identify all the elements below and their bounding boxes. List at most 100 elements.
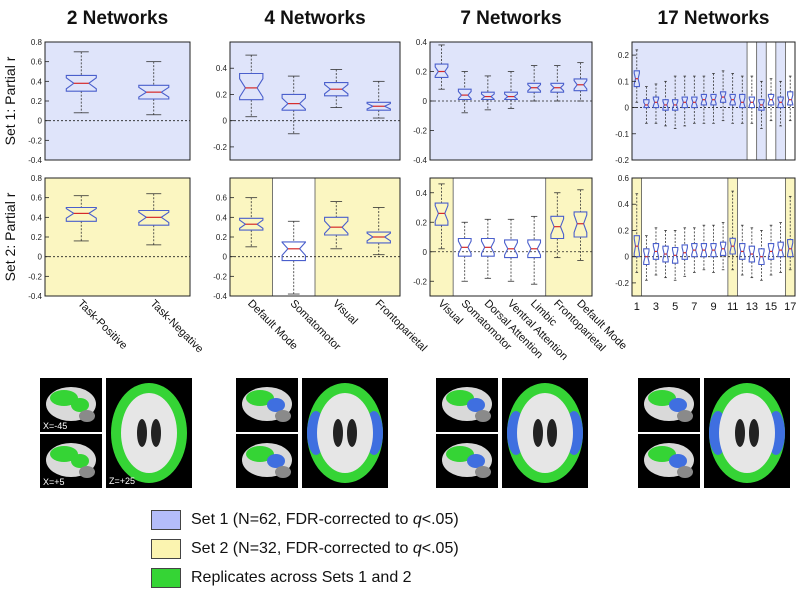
box-body bbox=[710, 243, 717, 258]
highlight-region bbox=[230, 178, 273, 296]
brain-ventricle bbox=[137, 419, 147, 447]
x-tick-label: Frontoparietal bbox=[373, 298, 429, 354]
brain-cerebellum bbox=[275, 466, 291, 478]
box-2 bbox=[457, 71, 472, 114]
box-body bbox=[787, 239, 794, 258]
box-body bbox=[573, 211, 588, 238]
box-body bbox=[662, 245, 669, 263]
brain-ventricle bbox=[151, 419, 161, 447]
x-tick-label: 7 bbox=[691, 301, 697, 313]
box-3 bbox=[324, 201, 349, 250]
box-body bbox=[138, 84, 170, 100]
highlight-region bbox=[315, 178, 400, 296]
box-9 bbox=[710, 224, 717, 273]
box-body bbox=[281, 93, 306, 111]
y-tick-label: -0.2 bbox=[213, 272, 227, 281]
y-tick-label: 0.2 bbox=[216, 90, 228, 99]
box-body bbox=[739, 93, 746, 109]
box-4 bbox=[504, 71, 518, 109]
box-body bbox=[787, 91, 794, 106]
brain-network-region bbox=[267, 454, 285, 468]
brain-cerebellum bbox=[677, 410, 693, 422]
box-body bbox=[643, 99, 650, 109]
box-body bbox=[504, 239, 518, 259]
box-2 bbox=[457, 221, 472, 282]
box-body bbox=[700, 93, 708, 106]
box-body bbox=[366, 231, 391, 244]
box-2 bbox=[281, 220, 306, 295]
box-17 bbox=[787, 75, 794, 122]
y-tick-label: -0.2 bbox=[213, 143, 227, 152]
brain-coord-label: Z=+25 bbox=[109, 476, 135, 486]
row-label-set2: Set 2: Partial r bbox=[2, 192, 18, 281]
box-body bbox=[652, 243, 660, 260]
y-tick-label: 0.4 bbox=[31, 213, 43, 222]
panel-frame bbox=[429, 177, 593, 297]
x-tick-label: 1 bbox=[634, 301, 640, 313]
y-tick-label: 0.4 bbox=[416, 189, 428, 198]
brain-cerebellum bbox=[79, 410, 95, 422]
box-body bbox=[729, 237, 736, 255]
y-tick-label: 0.6 bbox=[31, 194, 43, 203]
brain-network-region bbox=[246, 446, 274, 462]
y-tick-label: 0.2 bbox=[416, 68, 428, 77]
y-tick-label: 0 bbox=[38, 253, 43, 262]
box-body bbox=[633, 70, 640, 88]
brain-network-region bbox=[467, 398, 485, 412]
box-body bbox=[681, 244, 688, 260]
brain-white-matter bbox=[317, 393, 373, 473]
box-7 bbox=[691, 75, 698, 124]
y-tick-label: 0.6 bbox=[31, 58, 43, 67]
x-tick-label: Visual bbox=[330, 298, 360, 328]
box-body bbox=[434, 63, 449, 78]
box-2 bbox=[138, 193, 170, 246]
highlight-region bbox=[756, 42, 767, 160]
box-body bbox=[550, 215, 565, 240]
x-tick-label: 13 bbox=[746, 301, 758, 313]
box-body bbox=[527, 239, 542, 259]
box-body bbox=[671, 246, 679, 264]
box-3 bbox=[652, 83, 660, 124]
box-1 bbox=[633, 49, 640, 103]
box-11 bbox=[729, 190, 736, 271]
box-body bbox=[504, 91, 518, 101]
box-3 bbox=[652, 227, 660, 276]
brain-network-region bbox=[669, 454, 687, 468]
box-6 bbox=[681, 75, 688, 127]
box-4 bbox=[366, 207, 391, 256]
box-5 bbox=[671, 75, 679, 129]
box-5 bbox=[527, 215, 542, 285]
box-13 bbox=[748, 227, 756, 279]
box-4 bbox=[504, 218, 518, 282]
brain-map-4 bbox=[638, 378, 790, 488]
box-2 bbox=[643, 235, 650, 281]
y-tick-label: 0.2 bbox=[618, 226, 630, 235]
box-body bbox=[633, 235, 640, 258]
y-tick-label: -0.4 bbox=[413, 156, 427, 165]
x-tick-label: 3 bbox=[653, 301, 659, 313]
box-1 bbox=[633, 193, 640, 273]
box-1 bbox=[65, 195, 97, 242]
brain-ventricle bbox=[749, 419, 759, 447]
legend-label-replicates: Replicates across Sets 1 and 2 bbox=[191, 569, 412, 586]
box-1 bbox=[434, 44, 449, 90]
box-6 bbox=[550, 65, 565, 102]
highlight-region bbox=[45, 178, 190, 296]
box-body bbox=[550, 82, 565, 93]
brain-network-region bbox=[648, 390, 676, 406]
box-1 bbox=[65, 51, 97, 114]
box-body bbox=[691, 243, 698, 258]
brain-network-region bbox=[50, 446, 78, 462]
legend-label-set2: Set 2 (N=32, FDR-corrected to q<.05) bbox=[191, 540, 459, 557]
y-tick-label: 0.4 bbox=[216, 213, 228, 222]
brain-network-region bbox=[71, 454, 89, 468]
brain-ventricle bbox=[533, 419, 543, 447]
box-15 bbox=[767, 224, 775, 276]
chart-panel-4: 17 Networks-0.2-0.100.10.2 bbox=[615, 8, 796, 165]
y-tick-label: 0 bbox=[223, 253, 228, 262]
box-4 bbox=[662, 80, 669, 127]
